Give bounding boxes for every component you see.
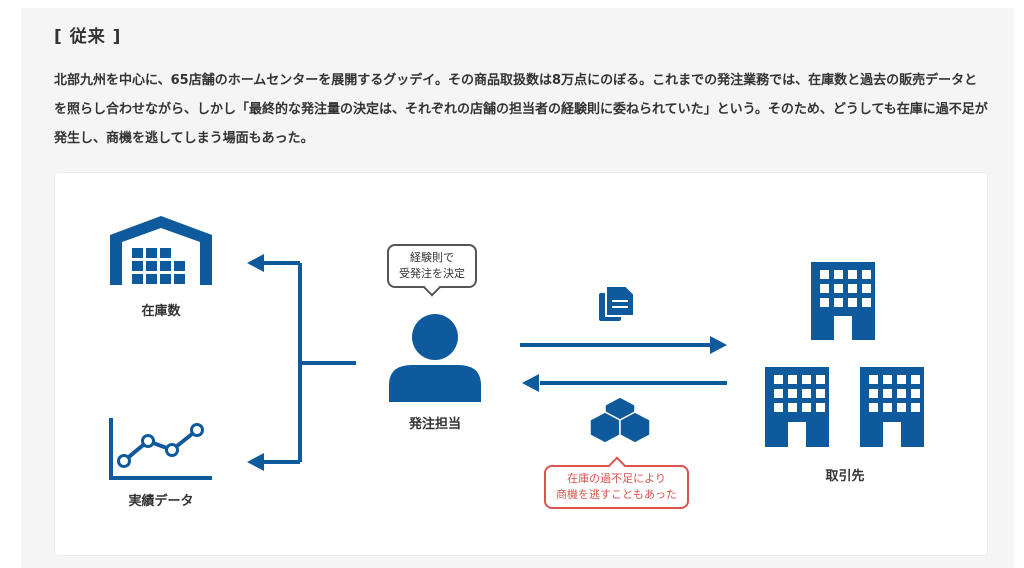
person-label: 発注担当: [408, 417, 461, 432]
arrow-to-sales-data: [247, 453, 264, 471]
person-icon: [389, 314, 481, 402]
document-icon: [599, 285, 635, 321]
boxes-icon: [589, 396, 651, 444]
thought-bubble: 経験則で 受発注を決定: [387, 244, 477, 288]
warning-bubble-line: 在庫の過不足により: [567, 472, 666, 485]
section-heading: [ 従来 ]: [54, 27, 122, 47]
line-chart-icon: [109, 418, 212, 480]
inventory-label: 在庫数: [141, 304, 181, 319]
warning-bubble-line: 商機を逃すこともあった: [556, 488, 677, 501]
building-icon: [860, 367, 924, 447]
intro-paragraph: 北部九州を中心に、65店舗のホームセンターを展開するグッデイ。その商品取扱数は8…: [54, 73, 988, 146]
reference-connector: [262, 261, 356, 464]
order-arrow: [520, 336, 727, 354]
sales-data-label: 実績データ: [128, 494, 194, 509]
supplier-label: 取引先: [825, 469, 865, 484]
thought-bubble-line: 経験則で: [410, 251, 454, 264]
warning-bubble: 在庫の過不足により 商機を逃すこともあった: [544, 465, 689, 509]
delivery-arrow: [522, 374, 727, 392]
warehouse-icon: [110, 216, 212, 285]
building-icon: [765, 367, 829, 447]
thought-bubble-line: 受発注を決定: [399, 267, 465, 280]
building-icon: [811, 262, 875, 340]
arrow-to-inventory: [247, 254, 264, 272]
